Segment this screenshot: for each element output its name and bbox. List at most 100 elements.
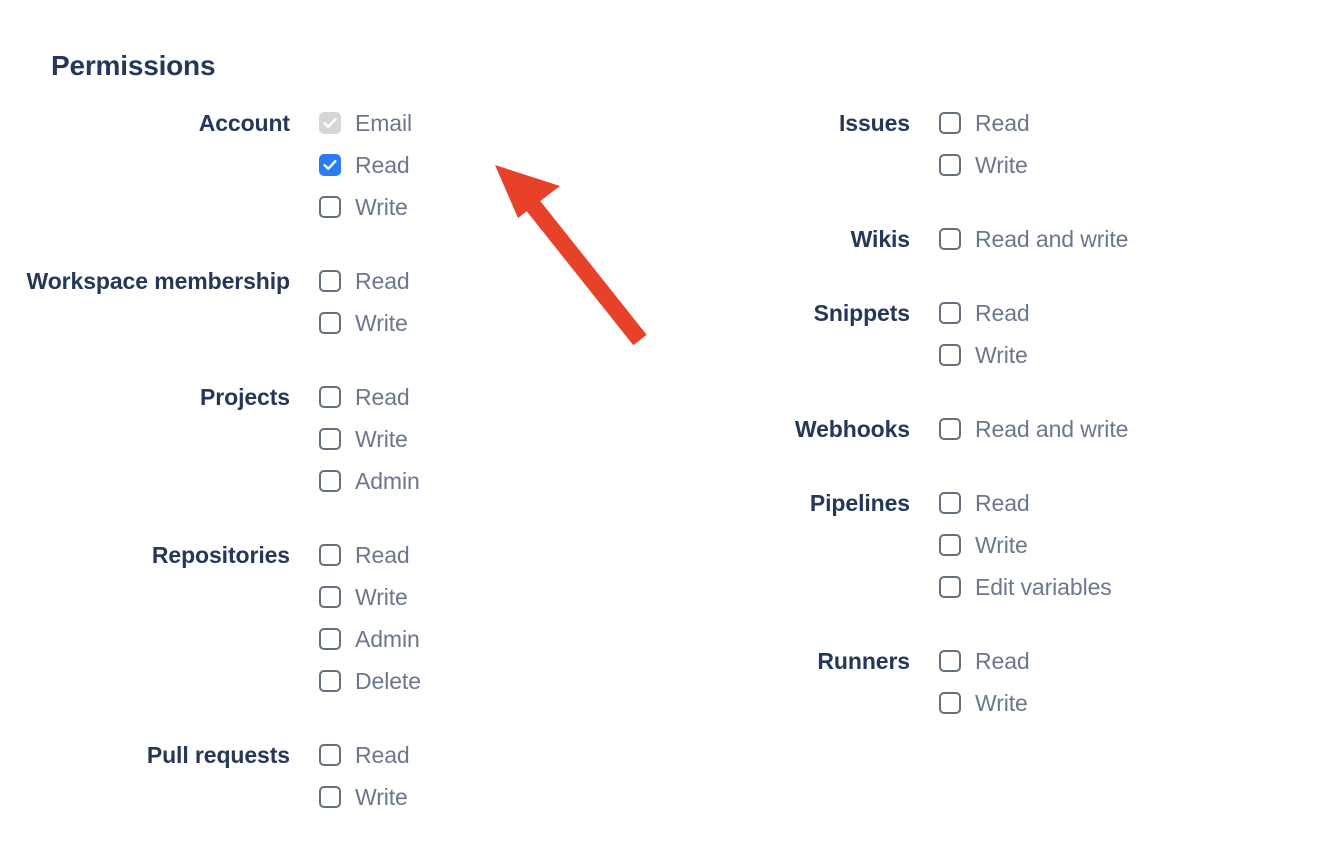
permission-group-label-pull-requests: Pull requests xyxy=(146,742,290,768)
permission-group-label-runners: Runners xyxy=(817,648,910,674)
checkbox-workspace-membership-write[interactable] xyxy=(319,312,341,334)
checkbox-account-email xyxy=(319,112,341,134)
permission-option-runners-write[interactable]: Write xyxy=(939,682,1322,724)
checkbox-label-webhooks-read-and-write: Read and write xyxy=(975,416,1129,442)
checkbox-label-pipelines-write: Write xyxy=(975,532,1028,558)
checkbox-label-workspace-membership-read: Read xyxy=(355,268,410,294)
checkbox-label-pipelines-edit-variables: Edit variables xyxy=(975,574,1112,600)
checkbox-label-repositories-write: Write xyxy=(355,584,408,610)
permission-option-account-read[interactable]: Read xyxy=(319,144,620,186)
checkbox-wikis-read-and-write[interactable] xyxy=(939,228,961,250)
checkbox-projects-read[interactable] xyxy=(319,386,341,408)
permission-option-webhooks-read-and-write[interactable]: Read and write xyxy=(939,408,1322,450)
permission-option-pull-requests-write[interactable]: Write xyxy=(319,776,620,818)
page-title: Permissions xyxy=(51,50,216,81)
permission-group-label-workspace-membership: Workspace membership xyxy=(26,268,291,294)
permission-option-pipelines-edit-variables[interactable]: Edit variables xyxy=(939,566,1322,608)
checkbox-label-projects-read: Read xyxy=(355,384,410,410)
checkbox-workspace-membership-read[interactable] xyxy=(319,270,341,292)
permission-option-pull-requests-read[interactable]: Read xyxy=(319,734,620,776)
checkbox-label-repositories-read: Read xyxy=(355,542,410,568)
checkbox-runners-read[interactable] xyxy=(939,650,961,672)
checkbox-pull-requests-read[interactable] xyxy=(319,744,341,766)
checkbox-pipelines-write[interactable] xyxy=(939,534,961,556)
permission-group-webhooks: Webhooks Read and write xyxy=(620,408,1322,450)
permission-option-pipelines-write[interactable]: Write xyxy=(939,524,1322,566)
checkbox-label-projects-write: Write xyxy=(355,426,408,452)
permission-option-projects-admin[interactable]: Admin xyxy=(319,460,620,502)
permission-group-label-issues: Issues xyxy=(838,110,910,136)
permission-option-issues-read[interactable]: Read xyxy=(939,102,1322,144)
checkbox-label-runners-write: Write xyxy=(975,690,1028,716)
checkbox-label-snippets-read: Read xyxy=(975,300,1030,326)
permission-option-repositories-delete[interactable]: Delete xyxy=(319,660,620,702)
checkbox-snippets-write[interactable] xyxy=(939,344,961,366)
checkbox-label-runners-read: Read xyxy=(975,648,1030,674)
permission-group-label-account: Account xyxy=(198,110,290,136)
checkbox-pull-requests-write[interactable] xyxy=(319,786,341,808)
checkbox-issues-read[interactable] xyxy=(939,112,961,134)
checkbox-webhooks-read-and-write[interactable] xyxy=(939,418,961,440)
checkbox-label-repositories-delete: Delete xyxy=(355,668,421,694)
permission-group-label-wikis: Wikis xyxy=(850,226,910,252)
checkbox-snippets-read[interactable] xyxy=(939,302,961,324)
permission-option-account-email[interactable]: Email xyxy=(319,102,620,144)
checkbox-projects-admin[interactable] xyxy=(319,470,341,492)
checkbox-label-projects-admin: Admin xyxy=(355,468,420,494)
checkbox-label-repositories-admin: Admin xyxy=(355,626,420,652)
checkbox-repositories-delete[interactable] xyxy=(319,670,341,692)
permission-option-workspace-membership-write[interactable]: Write xyxy=(319,302,620,344)
permission-option-runners-read[interactable]: Read xyxy=(939,640,1322,682)
checkbox-account-read[interactable] xyxy=(319,154,341,176)
checkbox-runners-write[interactable] xyxy=(939,692,961,714)
permission-option-projects-read[interactable]: Read xyxy=(319,376,620,418)
checkbox-label-workspace-membership-write: Write xyxy=(355,310,408,336)
permission-group-label-projects: Projects xyxy=(200,384,290,410)
permission-options-webhooks: Read and write xyxy=(939,408,1322,450)
permission-option-pipelines-read[interactable]: Read xyxy=(939,482,1322,524)
checkbox-repositories-admin[interactable] xyxy=(319,628,341,650)
checkbox-pipelines-read[interactable] xyxy=(939,492,961,514)
permission-group-label-repositories: Repositories xyxy=(151,542,290,568)
permission-option-repositories-read[interactable]: Read xyxy=(319,534,620,576)
checkbox-repositories-write[interactable] xyxy=(319,586,341,608)
permission-option-issues-write[interactable]: Write xyxy=(939,144,1322,186)
permission-option-snippets-read[interactable]: Read xyxy=(939,292,1322,334)
checkbox-projects-write[interactable] xyxy=(319,428,341,450)
permission-option-workspace-membership-read[interactable]: Read xyxy=(319,260,620,302)
permission-option-snippets-write[interactable]: Write xyxy=(939,334,1322,376)
checkbox-pipelines-edit-variables[interactable] xyxy=(939,576,961,598)
checkbox-label-issues-read: Read xyxy=(975,110,1030,136)
permission-option-projects-write[interactable]: Write xyxy=(319,418,620,460)
checkbox-issues-write[interactable] xyxy=(939,154,961,176)
permission-option-repositories-write[interactable]: Write xyxy=(319,576,620,618)
permission-group-label-pipelines: Pipelines xyxy=(809,490,910,516)
checkbox-repositories-read[interactable] xyxy=(319,544,341,566)
permission-group-label-webhooks: Webhooks xyxy=(794,416,910,442)
checkbox-label-snippets-write: Write xyxy=(975,342,1028,368)
permission-option-wikis-read-and-write[interactable]: Read and write xyxy=(939,218,1322,260)
permission-group-label-snippets: Snippets xyxy=(813,300,910,326)
checkbox-label-account-write: Write xyxy=(355,194,408,220)
checkbox-account-write[interactable] xyxy=(319,196,341,218)
permission-option-account-write[interactable]: Write xyxy=(319,186,620,228)
checkbox-label-account-email: Email xyxy=(355,110,413,136)
permission-option-repositories-admin[interactable]: Admin xyxy=(319,618,620,660)
checkbox-label-account-read: Read xyxy=(355,152,410,178)
checkbox-label-wikis-read-and-write: Read and write xyxy=(975,226,1129,252)
